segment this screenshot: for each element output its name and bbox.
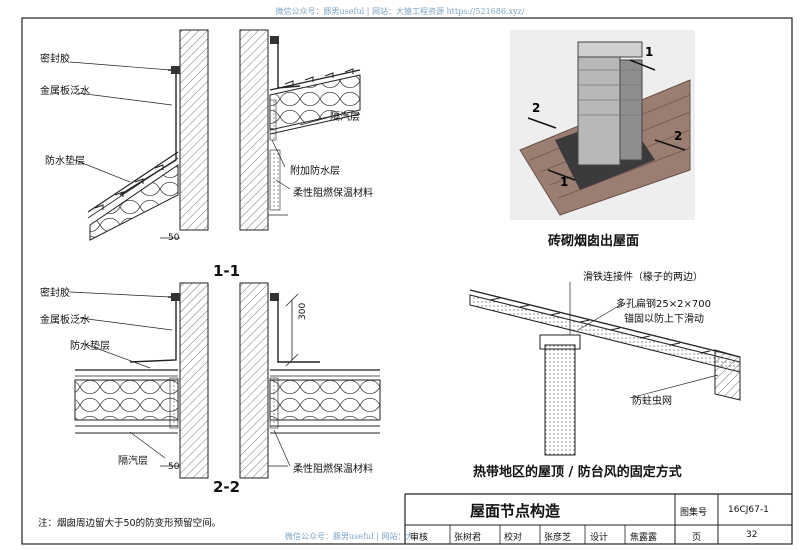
label-metal-flashing: 金属板泛水 bbox=[40, 86, 90, 97]
detail-1-1 bbox=[69, 29, 361, 241]
watermark-top: 微信公众号：豚男useful | 网站：大猿工程资源 https://52168… bbox=[275, 7, 525, 16]
section-title-2-2: 2-2 bbox=[213, 478, 241, 496]
page-number: 32 bbox=[746, 530, 758, 540]
dimension-50: 50 bbox=[168, 233, 180, 243]
typhoon-detail bbox=[469, 282, 741, 456]
label-waterproof-underlay: 防水垫层 bbox=[45, 156, 85, 167]
reviewer-name: 张树君 bbox=[454, 533, 482, 543]
role-review: 审核 bbox=[410, 533, 429, 543]
section-mark: 2 bbox=[674, 129, 682, 143]
detail-2-2 bbox=[69, 282, 381, 479]
detail-caption: 热带地区的屋顶 / 防台风的固定方式 bbox=[473, 465, 682, 480]
footnote: 注：烟囱周边留大于50的防变形预留空间。 bbox=[38, 518, 222, 529]
label-insulation: 柔性阻燃保温材料 bbox=[293, 464, 373, 475]
set-number: 16CJ67-1 bbox=[728, 505, 769, 515]
section-title-1-1: 1-1 bbox=[213, 262, 241, 280]
photo-caption: 砖砌烟囱出屋面 bbox=[548, 234, 640, 249]
label-metal-flashing: 金属板泛水 bbox=[40, 315, 90, 326]
label-waterproof-underlay: 防水垫层 bbox=[70, 341, 110, 352]
label-sealant: 密封胶 bbox=[40, 288, 70, 299]
section-mark: 1 bbox=[645, 45, 653, 59]
label-vapor-barrier: 隔汽层 bbox=[118, 456, 148, 467]
section-mark: 2 bbox=[532, 101, 540, 115]
label-slide-connector: 滑铁连接件（椽子的两边） bbox=[583, 272, 703, 283]
label-additional-waterproof: 附加防水层 bbox=[290, 166, 340, 177]
label-anchor: 锚固以防上下滑动 bbox=[624, 314, 704, 325]
dimension-300: 300 bbox=[298, 302, 308, 320]
set-label: 图集号 bbox=[680, 508, 708, 518]
page-label: 页 bbox=[692, 533, 702, 543]
designer-name: 焦露露 bbox=[630, 533, 658, 543]
drawing-title: 屋面节点构造 bbox=[470, 502, 561, 520]
checker-name: 张彦芝 bbox=[544, 533, 572, 543]
label-perforated-steel: 多孔扁钢25×2×700 bbox=[616, 299, 711, 310]
role-design: 设计 bbox=[590, 533, 609, 543]
dimension-50: 50 bbox=[168, 462, 180, 472]
chimney-photo: 1 1 2 2 bbox=[510, 30, 695, 220]
label-vapor-barrier: 隔汽层 bbox=[330, 112, 360, 123]
role-check: 校对 bbox=[504, 533, 523, 543]
label-insect-mesh: 防蛀虫网 bbox=[632, 396, 672, 407]
section-mark: 1 bbox=[560, 175, 568, 189]
label-sealant: 密封胶 bbox=[40, 54, 70, 65]
label-insulation: 柔性阻燃保温材料 bbox=[293, 188, 373, 199]
watermark-bottom: 微信公众号：豚男useful | 网站：大 bbox=[285, 532, 414, 541]
drawing-frame bbox=[21, 17, 793, 545]
title-block bbox=[404, 493, 792, 544]
